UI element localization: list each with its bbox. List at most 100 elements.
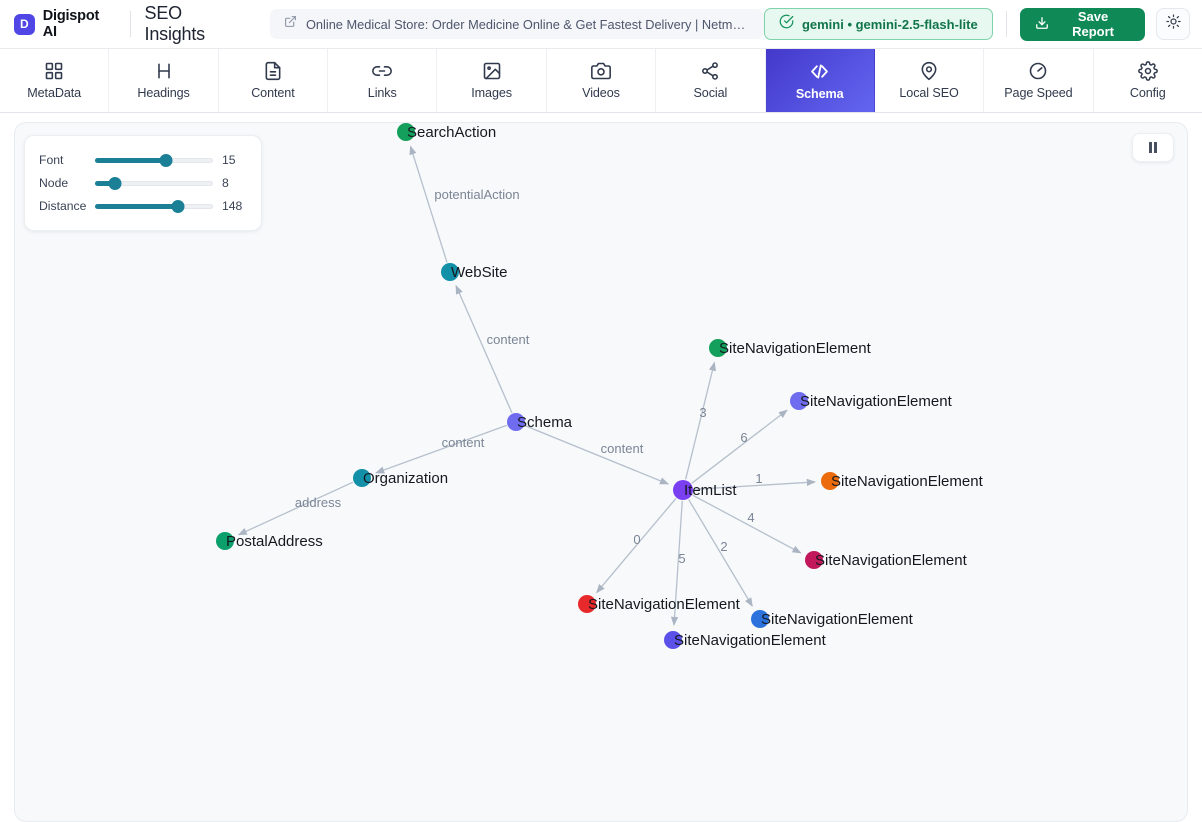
tab-content[interactable]: Content bbox=[219, 49, 329, 112]
camera-icon bbox=[591, 61, 611, 81]
tab-config[interactable]: Config bbox=[1094, 49, 1202, 112]
graph-nodes-layer[interactable]: SearchActionWebSiteSchemaOrganizationPos… bbox=[216, 123, 984, 649]
tab-images-label: Images bbox=[471, 86, 512, 100]
graph-edge-label: potentialAction bbox=[434, 187, 519, 202]
graph-node-label: SiteNavigationElement bbox=[800, 393, 953, 410]
map-pin-icon bbox=[919, 61, 939, 81]
node-slider-knob[interactable] bbox=[108, 176, 122, 190]
graph-node[interactable] bbox=[353, 469, 371, 487]
theme-toggle-button[interactable] bbox=[1156, 8, 1190, 40]
model-name: gemini • gemini-2.5-flash-lite bbox=[801, 16, 978, 32]
graph-node-label: ItemList bbox=[684, 482, 737, 499]
graph-edge-label: 0 bbox=[633, 532, 640, 547]
pause-simulation-button[interactable] bbox=[1132, 133, 1174, 162]
node-slider-value: 8 bbox=[222, 175, 229, 190]
distance-slider[interactable] bbox=[95, 198, 213, 214]
tab-links[interactable]: Links bbox=[328, 49, 438, 112]
tab-page-speed[interactable]: Page Speed bbox=[984, 49, 1094, 112]
graph-node-label: SiteNavigationElement bbox=[588, 596, 741, 613]
graph-edge bbox=[670, 500, 683, 626]
graph-edge bbox=[237, 481, 354, 536]
graph-edge bbox=[375, 424, 507, 474]
graph-edge bbox=[409, 145, 448, 263]
graph-edge-label: content bbox=[442, 435, 485, 450]
save-report-button[interactable]: Save Report bbox=[1019, 7, 1146, 41]
control-row-font: Font 15 bbox=[39, 148, 247, 171]
tab-videos-label: Videos bbox=[582, 86, 620, 100]
graph-node[interactable] bbox=[805, 551, 823, 569]
distance-slider-knob[interactable] bbox=[171, 199, 185, 213]
node-size-slider[interactable] bbox=[95, 175, 213, 191]
distance-slider-value: 148 bbox=[222, 198, 243, 213]
code-icon bbox=[809, 61, 830, 82]
graph-node[interactable] bbox=[821, 472, 839, 490]
model-status-chip[interactable]: gemini • gemini-2.5-flash-lite bbox=[763, 8, 993, 40]
link-icon bbox=[372, 61, 393, 81]
font-size-slider[interactable] bbox=[95, 152, 213, 168]
tab-videos[interactable]: Videos bbox=[547, 49, 657, 112]
gear-icon bbox=[1137, 61, 1158, 81]
tab-metadata[interactable]: MetaData bbox=[0, 49, 110, 112]
font-slider-knob[interactable] bbox=[159, 153, 173, 167]
share-icon bbox=[700, 61, 720, 81]
graph-edge bbox=[688, 499, 753, 607]
section-tabbar: MetaData Headings Content Links bbox=[0, 49, 1202, 113]
distance-slider-label: Distance bbox=[39, 198, 87, 213]
tab-headings[interactable]: Headings bbox=[109, 49, 219, 112]
sun-icon bbox=[1165, 14, 1181, 34]
analyzed-page-chip[interactable]: Online Medical Store: Order Medicine Onl… bbox=[269, 9, 764, 39]
graph-edge-label: content bbox=[487, 332, 530, 347]
analyzed-page-title: Online Medical Store: Order Medicine Onl… bbox=[305, 16, 750, 32]
graph-node-label: WebSite bbox=[451, 264, 507, 281]
graph-edge bbox=[596, 497, 677, 594]
tab-local-seo-label: Local SEO bbox=[899, 86, 959, 100]
tab-content-label: Content bbox=[251, 86, 295, 100]
tab-page-speed-label: Page Speed bbox=[1004, 86, 1073, 100]
graph-edge-label: 5 bbox=[678, 551, 685, 566]
tab-schema[interactable]: Schema bbox=[765, 49, 875, 112]
graph-edge-label: 3 bbox=[699, 405, 706, 420]
graph-node[interactable] bbox=[578, 595, 596, 613]
graph-node[interactable] bbox=[441, 263, 459, 281]
graph-node[interactable] bbox=[709, 339, 727, 357]
graph-node-label: SiteNavigationElement bbox=[674, 632, 827, 649]
node-slider-label: Node bbox=[39, 175, 69, 190]
graph-node-label: SearchAction bbox=[407, 124, 496, 141]
tab-metadata-label: MetaData bbox=[27, 86, 82, 100]
heading-h-icon bbox=[154, 61, 174, 81]
graph-node[interactable] bbox=[397, 123, 415, 141]
tab-schema-label: Schema bbox=[795, 86, 844, 101]
graph-edge bbox=[693, 478, 816, 490]
graph-node[interactable] bbox=[673, 480, 693, 500]
graph-node[interactable] bbox=[751, 610, 769, 628]
graph-edge-label: 2 bbox=[720, 539, 727, 554]
graph-node-label: SiteNavigationElement bbox=[719, 340, 872, 357]
graph-node[interactable] bbox=[507, 413, 525, 431]
brand: D Digispot AI bbox=[14, 8, 116, 40]
graph-node-label: Organization bbox=[363, 470, 448, 487]
tab-images[interactable]: Images bbox=[437, 49, 547, 112]
graph-edges-layer bbox=[237, 145, 816, 626]
graph-node-label: Schema bbox=[517, 414, 573, 431]
graph-node-label: SiteNavigationElement bbox=[815, 552, 968, 569]
node-slider-fill bbox=[95, 180, 116, 186]
tab-links-label: Links bbox=[367, 86, 397, 100]
graph-edge bbox=[685, 361, 716, 480]
external-link-icon bbox=[284, 15, 297, 33]
font-slider-fill bbox=[95, 157, 166, 163]
graph-controls-panel: Font 15 Node 8 Distance 148 bbox=[24, 135, 262, 231]
tab-local-seo[interactable]: Local SEO bbox=[875, 49, 985, 112]
graph-node[interactable] bbox=[664, 631, 682, 649]
grid-icon bbox=[44, 61, 64, 81]
schema-graph[interactable]: potentialActioncontentcontentaddresscont… bbox=[15, 123, 1188, 822]
graph-node-label: SiteNavigationElement bbox=[761, 611, 914, 628]
tab-social[interactable]: Social bbox=[656, 49, 766, 112]
brand-name: Digispot AI bbox=[42, 8, 100, 40]
app-header: D Digispot AI SEO Insights Online Medica… bbox=[0, 0, 1202, 49]
check-circle-icon bbox=[779, 14, 794, 34]
tab-social-label: Social bbox=[693, 86, 728, 100]
graph-node[interactable] bbox=[790, 392, 808, 410]
graph-node-label: PostalAddress bbox=[226, 533, 323, 550]
graph-node[interactable] bbox=[216, 532, 234, 550]
